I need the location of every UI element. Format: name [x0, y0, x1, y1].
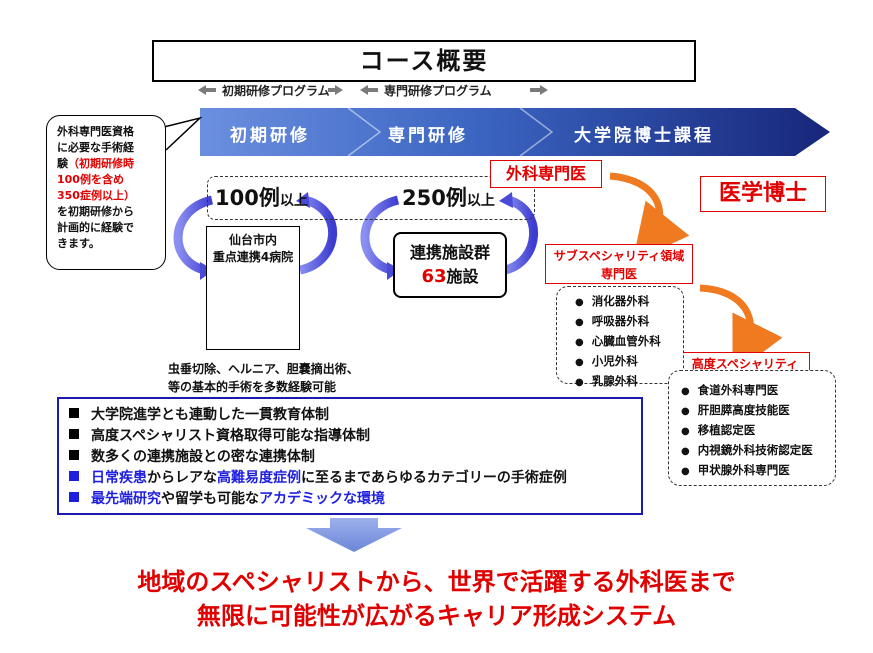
subspecialty-qualification: サブスペシャリティ領域 専門医 [545, 244, 693, 284]
subspecialty-item: 呼吸器外科 [575, 312, 683, 332]
page-title: コース概要 [152, 40, 696, 82]
feature-item: 数多くの連携施設との密な連携体制 [69, 447, 631, 468]
feature-text: 最先端研究 [91, 491, 161, 507]
bullet-square-icon [69, 408, 79, 418]
requirement-callout: 外科専門医資格 に必要な手術経 験（初期研修時 100例を含め 350症例以上）… [46, 115, 166, 270]
feature-text: や留学も可能な [161, 491, 259, 507]
initial-program-arrow [198, 85, 343, 95]
advanced-specialty-item: 甲状腺外科専門医 [681, 461, 835, 481]
cycle-arrow-left [173, 195, 214, 275]
advanced-specialty-item: 内視鏡外科技術認定医 [681, 441, 835, 461]
progress-arrow-2 [699, 284, 783, 376]
stage-specialty: 専門研修 [388, 126, 468, 146]
subspecialty-item: 小児外科 [575, 352, 683, 372]
feature-text: 数多くの連携施設との密な連携体制 [91, 449, 315, 465]
cycle-arrow-right [360, 195, 400, 275]
feature-item: 最先端研究や留学も可能なアカデミックな環境 [69, 489, 631, 510]
feature-item: 高度スペシャリスト資格取得可能な指導体制 [69, 426, 631, 447]
progress-arrow-1 [609, 172, 690, 262]
feature-item: 日常疾患からレアな高難易度症例に至るまであらゆるカテゴリーの手術症例 [69, 468, 631, 489]
initial-program-label: 初期研修プログラム [222, 84, 330, 98]
bullet-square-icon [69, 492, 79, 502]
specialty-program-arrow [360, 85, 548, 95]
subspecialty-item: 心臓血管外科 [575, 332, 683, 352]
feature-text: 高度スペシャリスト資格取得可能な指導体制 [91, 428, 371, 444]
subspecialty-item: 乳腺外科 [575, 372, 683, 392]
advanced-specialty-list: 食道外科専門医肝胆膵高度技能医移植認定医内視鏡外科技術認定医甲状腺外科専門医 [668, 370, 836, 486]
feature-text: 大学院進学とも連動した一貫教育体制 [91, 407, 329, 423]
bullet-square-icon [69, 450, 79, 460]
bullet-square-icon [69, 471, 79, 481]
advanced-specialty-item: 肝胆膵高度技能医 [681, 401, 835, 421]
feature-text: からレアな [147, 470, 217, 486]
down-arrow [306, 518, 402, 552]
feature-text: 日常疾患 [91, 470, 147, 486]
case-count-box [207, 176, 535, 220]
slogan-line-1: 地域のスペシャリストから、世界で活躍する外科医まで [137, 568, 736, 596]
procedures-note: 虫垂切除、ヘルニア、胆嚢摘出術、 等の基本的手術を多数経験可能 [168, 362, 359, 394]
subspecialty-list: 消化器外科呼吸器外科心臓血管外科小児外科乳腺外科 [556, 286, 684, 388]
specialty-case-count: 250例以上 [402, 186, 495, 210]
stage-initial: 初期研修 [230, 126, 310, 146]
feature-text: 高難易度症例 [217, 470, 301, 486]
bullet-square-icon [69, 429, 79, 439]
affiliated-facilities-box: 連携施設群 63施設 [393, 232, 507, 298]
subspecialty-item: 消化器外科 [575, 292, 683, 312]
initial-case-count: 100例以上 [215, 186, 308, 210]
feature-item: 大学院進学とも連動した一貫教育体制 [69, 405, 631, 426]
specialty-program-label: 専門研修プログラム [384, 84, 492, 98]
program-features-box: 大学院進学とも連動した一貫教育体制高度スペシャリスト資格取得可能な指導体制数多く… [57, 397, 643, 515]
phd-qualification: 医学博士 [700, 176, 826, 212]
slogan-line-2: 無限に可能性が広がるキャリア形成システム [196, 602, 677, 630]
surgeon-qualification: 外科専門医 [490, 160, 602, 188]
advanced-specialty-item: 食道外科専門医 [681, 381, 835, 401]
stage-doctoral: 大学院博士課程 [574, 126, 714, 146]
partner-hospitals-box: 仙台市内 重点連携4病院 [206, 226, 300, 350]
advanced-specialty-item: 移植認定医 [681, 421, 835, 441]
stage-banner [200, 108, 830, 156]
feature-text: に至るまであらゆるカテゴリーの手術症例 [301, 470, 567, 486]
feature-text: アカデミックな環境 [259, 491, 385, 507]
